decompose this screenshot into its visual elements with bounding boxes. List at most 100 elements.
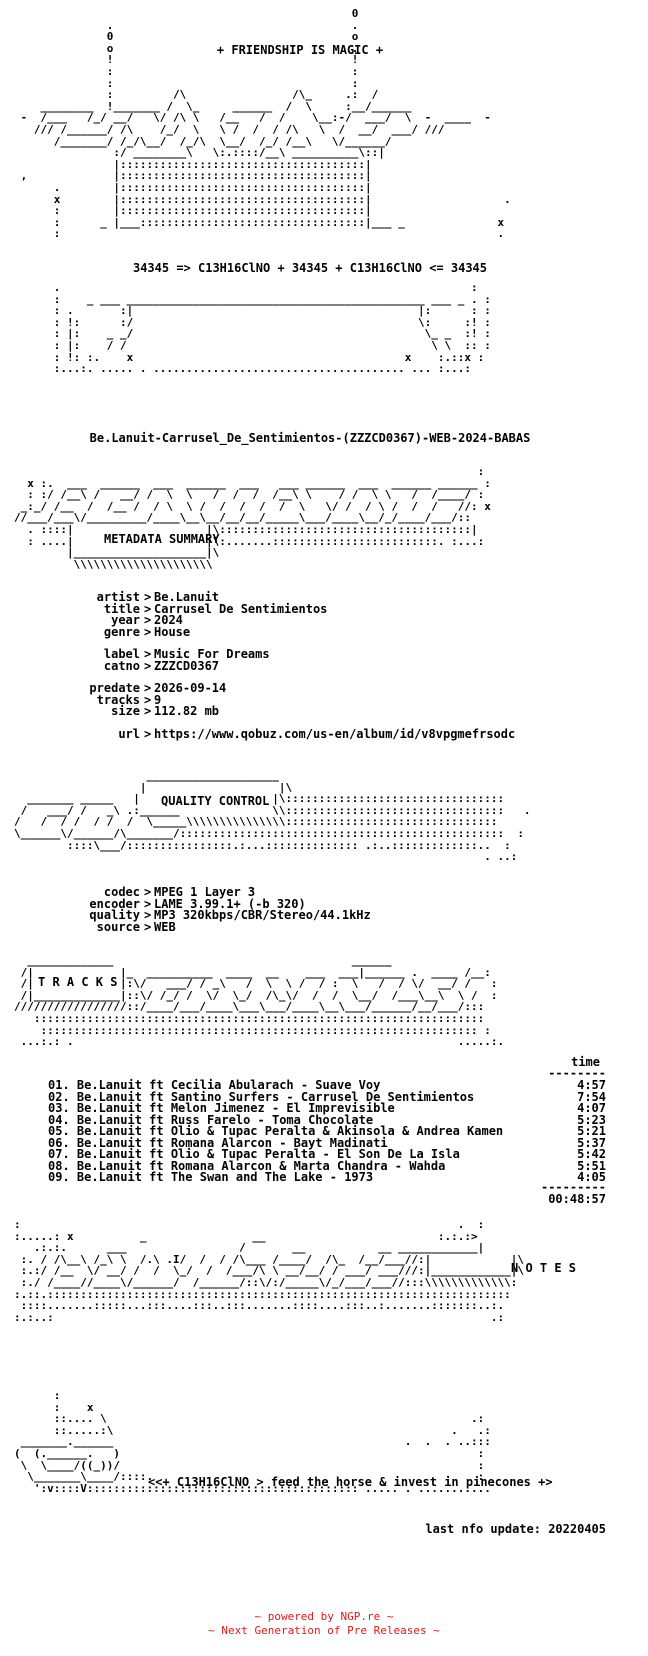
kv-value: 112.82 mb <box>154 704 220 718</box>
kv-row-artist: artist >Be.Lanuit <box>0 591 648 603</box>
frame-bottom-art: . : : _ ___ ____________________________… <box>53 281 491 376</box>
kv-separator: > <box>144 681 152 695</box>
kv-separator: > <box>144 919 152 934</box>
time-column-header: time <box>571 1055 600 1069</box>
kv-row-encoder: encoder >LAME 3.99.1+ (-b 320) <box>0 898 648 910</box>
kv-value: https://www.qobuz.com/us-en/album/id/v8v… <box>154 726 516 741</box>
track-row: 01. Be.Lanuit ft Cecilia Abularach - Sua… <box>0 1079 648 1091</box>
track-title: 02. Be.Lanuit ft Santino Surfers - Carru… <box>48 1089 475 1104</box>
track-title: 05. Be.Lanuit ft Olio & Tupac Peralta & … <box>48 1124 504 1138</box>
kv-row-year: year >2024 <box>0 614 648 626</box>
kv-row-url: url >https://www.qobuz.com/us-en/album/id… <box>0 728 648 740</box>
kv-separator: > <box>144 692 152 707</box>
banner-text: + FRIENDSHIP IS MAGIC + <box>216 43 384 57</box>
tracks-section-title: T R A C K S <box>38 975 118 989</box>
track-row: 09. Be.Lanuit ft The Swan and The Lake -… <box>0 1171 648 1183</box>
kv-key: source <box>96 919 140 934</box>
kv-separator: > <box>144 896 152 911</box>
kv-row-label: label >Music For Dreams <box>0 648 648 660</box>
track-time: 7:54 <box>577 1089 606 1104</box>
track-row: 02. Be.Lanuit ft Santino Surfers - Carru… <box>0 1091 648 1103</box>
kv-key: url <box>118 726 140 741</box>
kv-key: label <box>103 647 140 661</box>
track-title: 09. Be.Lanuit ft The Swan and The Lake -… <box>48 1170 374 1184</box>
kv-key: codec <box>103 885 140 899</box>
kv-separator: > <box>144 908 152 922</box>
kv-key: predate <box>89 681 140 695</box>
track-time: 5:51 <box>577 1158 606 1173</box>
kv-key: quality <box>89 908 140 922</box>
kv-value: MP3 320kbps/CBR/Stereo/44.1kHz <box>154 908 371 922</box>
kv-value: MPEG 1 Layer 3 <box>154 885 256 899</box>
notes-header-art: : . : :.....: x _ __ :.:.:> .:.:. ___ / … <box>14 1218 524 1324</box>
time-column-rule: -------- <box>548 1066 606 1080</box>
footer-powered-by: ~ powered by NGP.re ~ <box>254 1610 394 1623</box>
track-title: 07. Be.Lanuit ft Olio & Tupac Peralta - … <box>48 1147 460 1161</box>
notes-section-title: N O T E S <box>511 1261 577 1275</box>
kv-key: title <box>103 601 140 616</box>
last-update: last nfo update: 20220405 <box>425 1522 606 1536</box>
kv-row-title: title >Carrusel De Sentimientos <box>0 603 648 615</box>
track-title: 08. Be.Lanuit ft Romana Alarcon & Marta … <box>48 1158 446 1173</box>
kv-row-source: source >WEB <box>0 921 648 933</box>
track-time: 5:42 <box>577 1147 606 1161</box>
kv-row-size: size >112.82 mb <box>0 705 648 717</box>
track-row: 07. Be.Lanuit ft Olio & Tupac Peralta - … <box>0 1148 648 1160</box>
track-row: 05. Be.Lanuit ft Olio & Tupac Peralta & … <box>0 1125 648 1137</box>
track-row: 03. Be.Lanuit ft Melon Jimenez - El Impr… <box>0 1102 648 1114</box>
kv-value: Music For Dreams <box>154 647 270 661</box>
tagline-text: <<+ C13H16ClNO > feed the horse & invest… <box>148 1475 553 1489</box>
kv-row-catno: catno >ZZZCD0367 <box>0 660 648 672</box>
track-time: 5:21 <box>577 1124 606 1138</box>
kv-value: 2024 <box>154 613 183 627</box>
track-row: 04. Be.Lanuit ft Russ Farelo - Toma Choc… <box>0 1114 648 1126</box>
formula-text: 34345 => C13H16ClNO + 34345 + C13H16ClNO… <box>132 261 487 275</box>
kv-value: ZZZCD0367 <box>154 658 220 673</box>
kv-separator: > <box>144 726 152 741</box>
header-ascii-art: 0 . . 0 o o . ! <box>20 7 511 241</box>
kv-row-codec: codec >MPEG 1 Layer 3 <box>0 886 648 898</box>
track-time: 4:05 <box>577 1170 606 1184</box>
release-name: Be.Lanuit-Carrusel_De_Sentimientos-(ZZZC… <box>89 431 531 445</box>
quality-header-art: ____________________ | |\ _______ _____ … <box>14 769 531 864</box>
kv-key: year <box>111 613 140 627</box>
kv-value: 9 <box>154 692 162 707</box>
kv-value: Carrusel De Sentimientos <box>154 601 328 616</box>
total-duration: 00:48:57 <box>548 1192 606 1206</box>
track-time: 4:57 <box>577 1078 606 1092</box>
kv-key: catno <box>103 658 140 673</box>
kv-separator: > <box>144 647 152 661</box>
track-title: 03. Be.Lanuit ft Melon Jimenez - El Impr… <box>48 1101 395 1115</box>
kv-key: encoder <box>89 896 140 911</box>
kv-separator: > <box>144 601 152 616</box>
track-title: 04. Be.Lanuit ft Russ Farelo - Toma Choc… <box>48 1112 374 1127</box>
kv-separator: > <box>144 590 152 604</box>
kv-row-quality: quality >MP3 320kbps/CBR/Stereo/44.1kHz <box>0 909 648 921</box>
kv-key: tracks <box>96 692 140 707</box>
track-row: 06. Be.Lanuit ft Romana Alarcon - Bayt M… <box>0 1137 648 1149</box>
kv-key: artist <box>96 590 140 604</box>
kv-row-predate: predate >2026-09-14 <box>0 682 648 694</box>
kv-value: House <box>154 624 191 639</box>
track-title: 06. Be.Lanuit ft Romana Alarcon - Bayt M… <box>48 1135 388 1150</box>
total-rule: --------- <box>540 1180 606 1194</box>
kv-separator: > <box>144 704 152 718</box>
track-time: 4:07 <box>577 1101 606 1115</box>
track-row: 08. Be.Lanuit ft Romana Alarcon & Marta … <box>0 1160 648 1172</box>
kv-separator: > <box>144 613 152 627</box>
metadata-header-art: : x :. ___ ______ ___ ______ ___ ___ ___… <box>14 465 491 571</box>
kv-row-genre: genre >House <box>0 626 648 638</box>
kv-separator: > <box>144 658 152 673</box>
kv-value: Be.Lanuit <box>154 590 220 604</box>
kv-value: LAME 3.99.1+ (-b 320) <box>154 896 306 911</box>
kv-separator: > <box>144 885 152 899</box>
footer-ascii-art: : : x ::.... \ .: ::.....:\ . .: _______… <box>14 1389 491 1495</box>
kv-separator: > <box>144 624 152 639</box>
kv-value: 2026-09-14 <box>154 681 227 695</box>
kv-key: genre <box>103 624 140 639</box>
kv-value: WEB <box>154 919 176 934</box>
kv-row-tracks: tracks >9 <box>0 694 648 706</box>
kv-key: size <box>111 704 140 718</box>
footer-tagline: ~ Next Generation of Pre Releases ~ <box>208 1624 440 1637</box>
quality-section-title: QUALITY CONTROL <box>161 794 270 808</box>
